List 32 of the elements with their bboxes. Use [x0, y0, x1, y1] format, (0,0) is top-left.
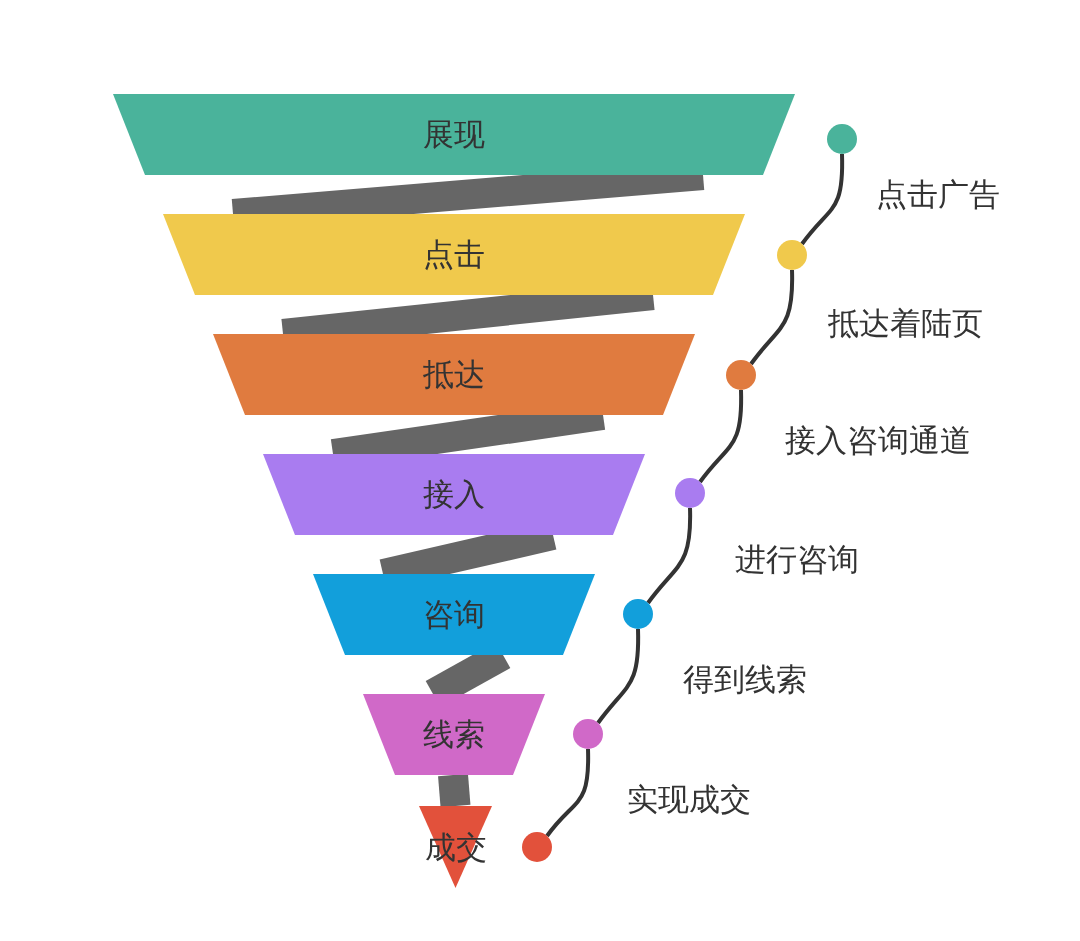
edge-label: 进行咨询: [735, 541, 859, 579]
curved-connector: [545, 748, 591, 838]
step-dot: [623, 599, 653, 629]
funnel-stage: [313, 574, 595, 655]
stage-label: 咨询: [423, 599, 485, 630]
step-dot: [675, 478, 705, 508]
funnel-stage: [113, 94, 795, 175]
funnel-ribbon: [438, 773, 471, 808]
stage-label: 线索: [423, 719, 485, 750]
step-dot: [573, 719, 603, 749]
stage-label: 抵达: [423, 359, 485, 390]
edge-label: 实现成交: [627, 781, 751, 819]
edge-label: 得到线索: [683, 661, 807, 699]
curved-connector: [698, 389, 744, 484]
curved-connector: [596, 628, 641, 725]
funnel-stage: [163, 214, 745, 295]
step-dot: [522, 832, 552, 862]
curved-connector: [749, 269, 795, 366]
funnel-stage: [363, 694, 545, 775]
stage-label: 点击: [423, 239, 485, 270]
edge-label: 点击广告: [876, 176, 1000, 214]
step-dot: [726, 360, 756, 390]
stage-label: 展现: [423, 119, 485, 150]
edge-label: 抵达着陆页: [828, 305, 983, 343]
stage-label: 接入: [423, 479, 485, 510]
step-dot: [777, 240, 807, 270]
edge-label: 接入咨询通道: [785, 422, 971, 460]
funnel-stage: [263, 454, 645, 535]
funnel-stage: [213, 334, 695, 415]
curved-connector: [646, 507, 693, 605]
step-dot: [827, 124, 857, 154]
curved-connector: [800, 153, 845, 246]
